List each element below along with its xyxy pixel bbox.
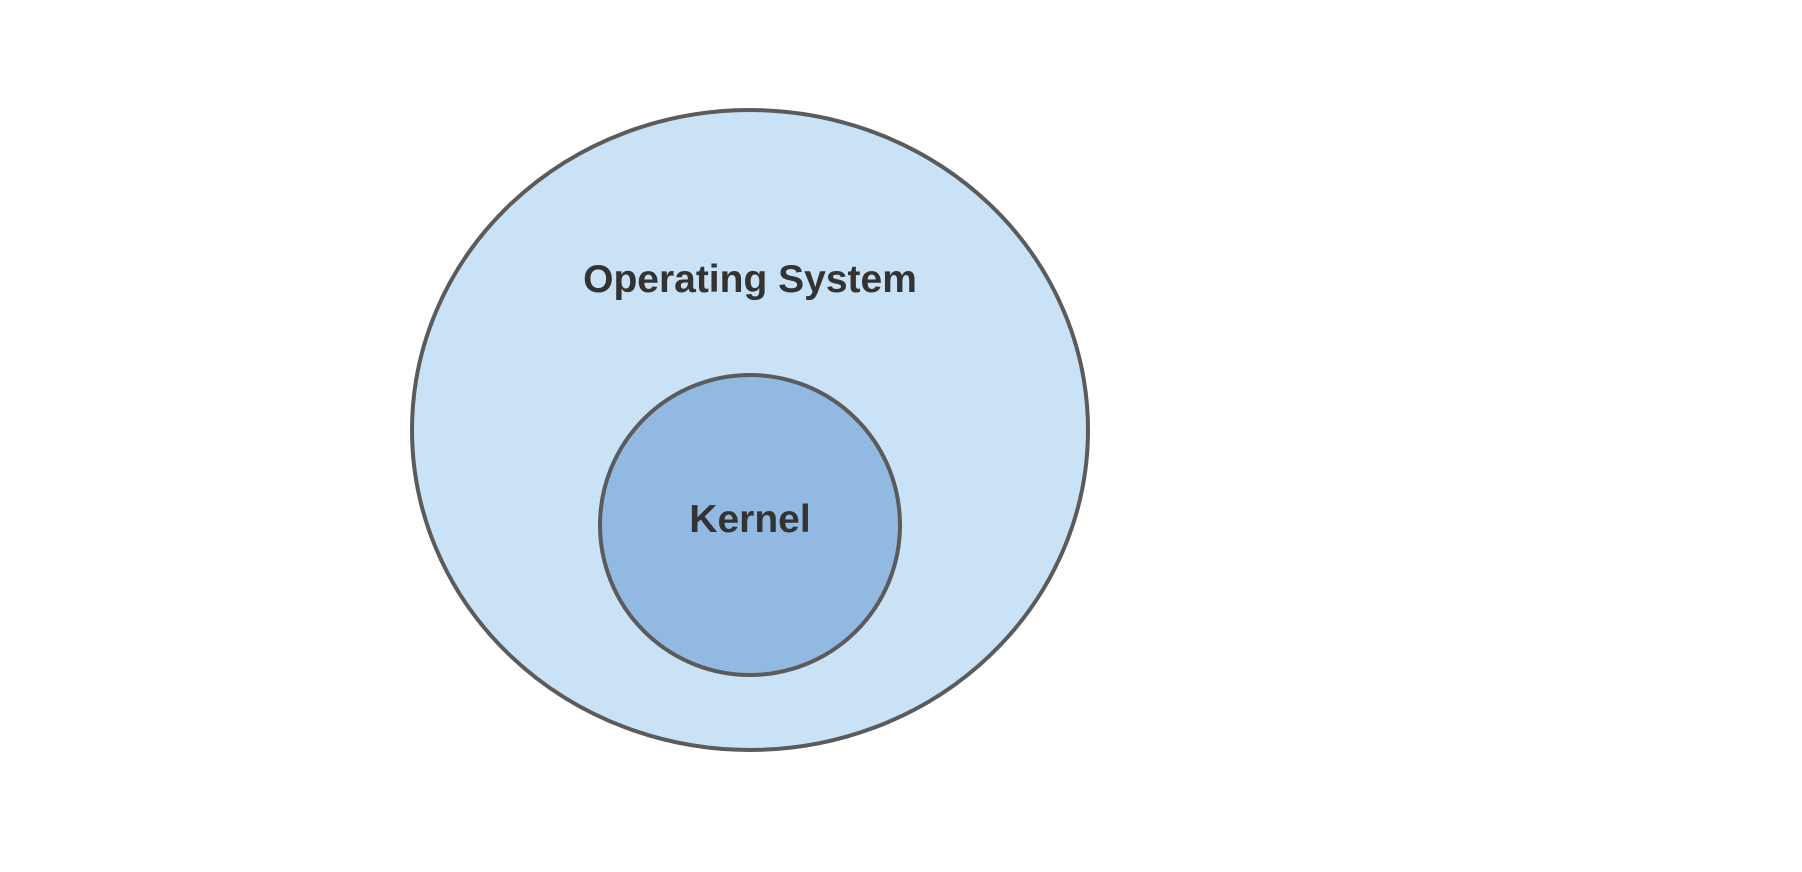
kernel-label: Kernel xyxy=(689,498,810,541)
kernel-circle xyxy=(598,373,902,677)
operating-system-label: Operating System xyxy=(583,258,917,301)
